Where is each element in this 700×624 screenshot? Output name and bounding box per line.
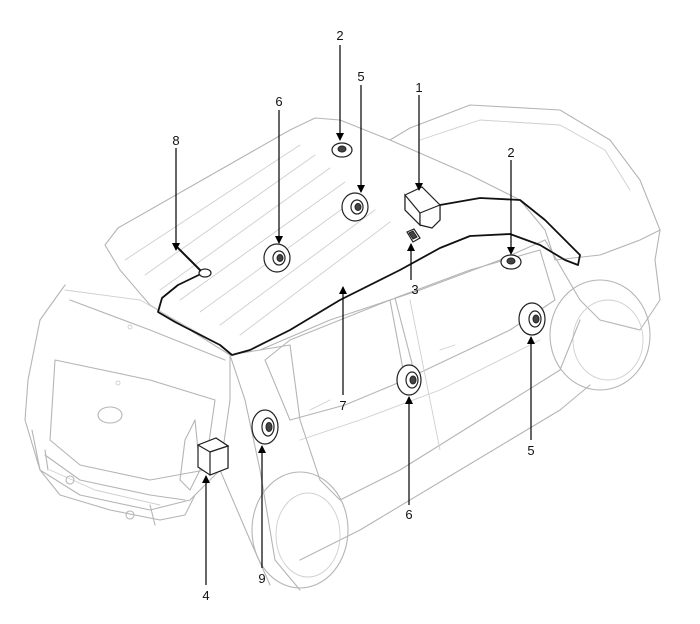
callout-5-roof: 5 — [357, 69, 364, 84]
callout-4: 4 — [202, 588, 209, 603]
leader-lines — [172, 45, 535, 585]
callout-2-left: 2 — [336, 28, 343, 43]
tweeter-left — [331, 142, 353, 158]
antenna-feeder-cable — [157, 197, 581, 356]
amplifier-box — [196, 437, 230, 476]
callout-6-roof: 6 — [275, 94, 282, 109]
usb-aux-jack — [406, 228, 421, 243]
audio-unit — [404, 186, 441, 229]
tweeter-right — [500, 254, 522, 270]
callout-6-rear-door: 6 — [405, 507, 412, 522]
callout-2-right: 2 — [507, 145, 514, 160]
roof-antenna — [174, 244, 212, 278]
callout-5-front-door: 5 — [527, 443, 534, 458]
callout-labels: 1 2 2 3 4 5 5 6 6 7 8 9 — [172, 28, 534, 603]
callout-7: 7 — [339, 398, 346, 413]
callout-3: 3 — [411, 282, 418, 297]
callout-9: 9 — [258, 571, 265, 586]
vehicle-outline — [24, 104, 661, 591]
callout-8: 8 — [172, 133, 179, 148]
speaker-5-roof — [341, 192, 369, 222]
speaker-6-roof — [263, 243, 291, 273]
speaker-5-front-door — [518, 302, 546, 336]
speaker-6-rear-door — [396, 364, 422, 396]
callout-1: 1 — [415, 80, 422, 95]
speaker-9-rear-quarter — [251, 409, 279, 445]
